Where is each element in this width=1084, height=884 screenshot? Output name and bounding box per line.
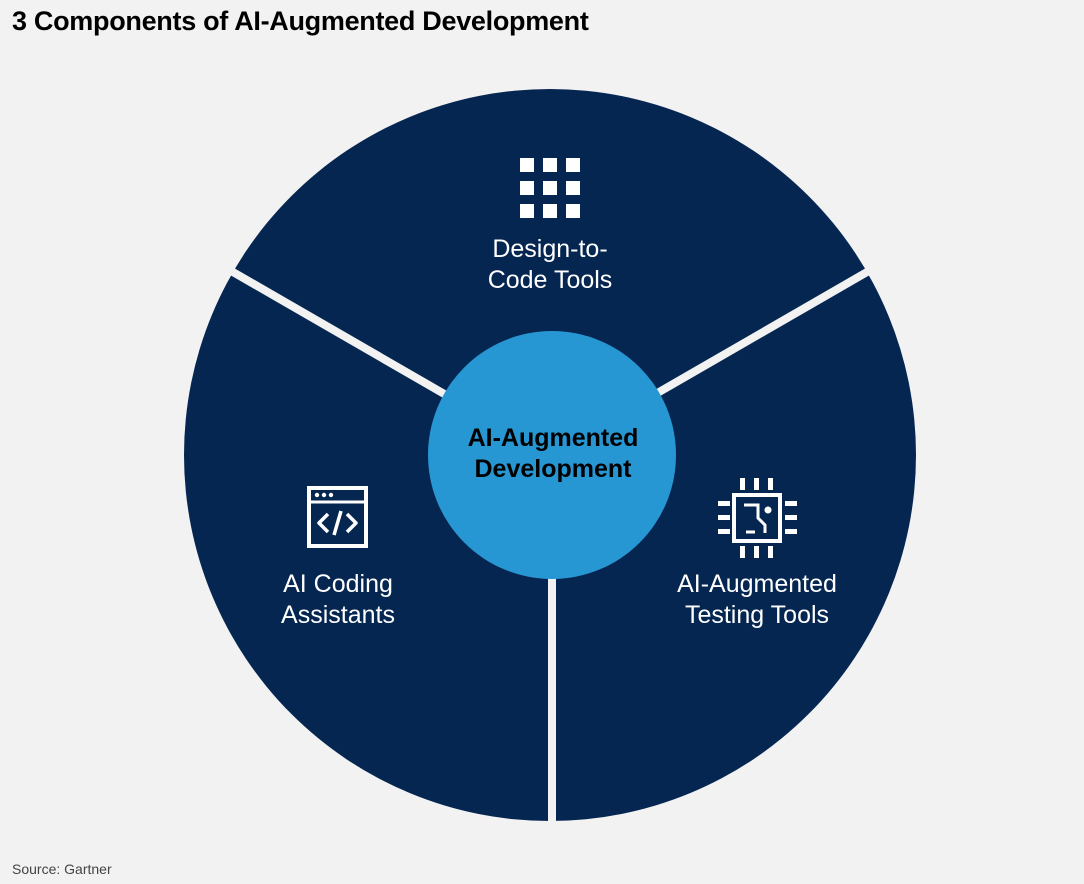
grid-icon — [520, 158, 580, 218]
chip-icon — [718, 478, 797, 558]
center-circle — [428, 331, 676, 579]
code-window-icon — [307, 486, 368, 548]
page-title: 3 Components of AI-Augmented Development — [12, 6, 589, 36]
segment-label-line: Assistants — [281, 601, 395, 629]
segment-label-line: Design-to- — [492, 235, 608, 263]
source-note: Source: Gartner — [12, 861, 112, 877]
segment-label-line: Code Tools — [487, 266, 613, 294]
segment-label-line: AI Coding — [283, 570, 393, 598]
center-label-line: AI-Augmented — [467, 424, 639, 452]
segment-label-line: AI-Augmented — [677, 570, 837, 598]
center-label: AI-Augmented Development — [431, 423, 675, 485]
center-label-line: Development — [474, 455, 632, 483]
segment-label-design-to-code: Design-to- Code Tools — [450, 234, 650, 296]
segment-label-line: Testing Tools — [684, 601, 830, 629]
segment-label-ai-coding-assistants: AI Coding Assistants — [238, 569, 438, 631]
segment-label-testing-tools: AI-Augmented Testing Tools — [637, 569, 877, 631]
